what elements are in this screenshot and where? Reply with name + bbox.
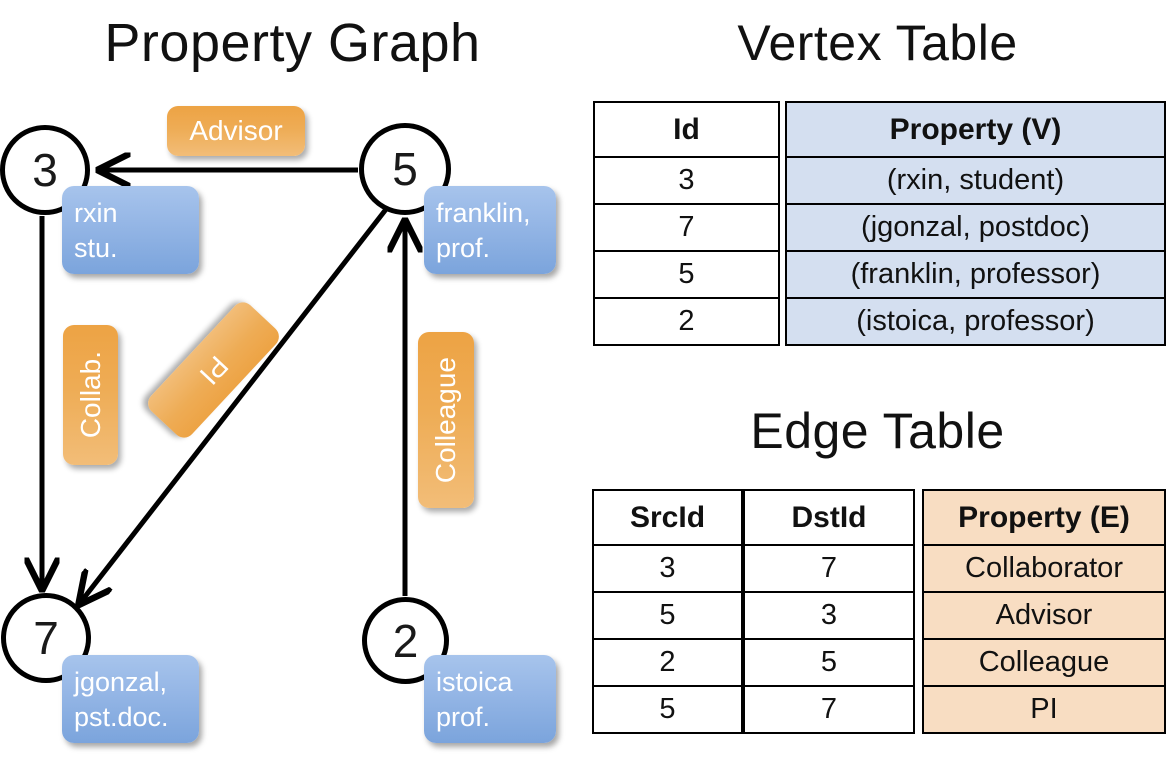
vertex-table-cell-id: 5 <box>593 250 780 299</box>
edge-table-header-property: Property (E) <box>922 489 1166 546</box>
table-header-row: Property (V) <box>785 101 1166 158</box>
vertex-node-2[interactable]: 2 <box>362 597 449 684</box>
page-title-edge-table: Edge Table <box>750 403 1005 459</box>
edge-table-cell-property: Advisor <box>922 591 1166 640</box>
table-row[interactable]: 7 <box>743 544 915 593</box>
vertex-property-box-5-line1: franklin, <box>436 198 531 228</box>
graph-edge-lines <box>0 0 585 760</box>
edge-table-srcid-column: SrcId 3 5 2 5 <box>592 489 743 734</box>
table-row[interactable]: 5 <box>743 638 915 687</box>
edge-table-property-column: Property (E) Collaborator Advisor Collea… <box>922 489 1166 734</box>
page-title-property-graph: Property Graph <box>104 13 481 73</box>
page-title-vertex-table: Vertex Table <box>737 15 1018 71</box>
vertex-node-5[interactable]: 5 <box>359 123 451 215</box>
vertex-property-box-5-line2: prof. <box>436 232 491 263</box>
edge-label-colleague-text: Colleague <box>430 356 461 484</box>
vertex-property-box-7-line1: jgonzal, <box>74 667 168 697</box>
edge-label-collab[interactable]: Collab. <box>63 325 118 465</box>
table-row[interactable]: Colleague <box>922 638 1166 687</box>
table-row[interactable]: 7 <box>743 685 915 734</box>
table-row[interactable]: 5 <box>592 685 743 734</box>
table-row[interactable]: 3 <box>743 591 915 640</box>
edge-label-advisor-text: Advisor <box>189 115 283 146</box>
edge-table-cell-dstid: 7 <box>743 685 915 734</box>
vertex-table-header-id: Id <box>593 101 780 158</box>
edge-table-cell-srcid: 5 <box>592 685 743 734</box>
edge-table-cell-dstid: 3 <box>743 591 915 640</box>
vertex-node-3-label: 3 <box>32 144 58 196</box>
table-row[interactable]: (istoica, professor) <box>785 297 1166 346</box>
vertex-property-box-3[interactable]: rxin stu. <box>62 186 199 274</box>
table-row[interactable]: (jgonzal, postdoc) <box>785 203 1166 252</box>
table-header-row: Property (E) <box>922 489 1166 546</box>
edge-table-cell-dstid: 5 <box>743 638 915 687</box>
vertex-table-cell-id: 3 <box>593 156 780 205</box>
table-row[interactable]: 7 <box>593 203 780 252</box>
vertex-table-header-property: Property (V) <box>785 101 1166 158</box>
vertex-table-id-column: Id 3 7 5 2 <box>593 101 780 346</box>
table-header-row: Id <box>593 101 780 158</box>
vertex-property-box-3-line1: rxin <box>74 198 118 228</box>
edge-table-cell-dstid: 7 <box>743 544 915 593</box>
edge-table-cell-property: Collaborator <box>922 544 1166 593</box>
vertex-table-cell-property: (rxin, student) <box>785 156 1166 205</box>
vertex-property-box-3-line2: stu. <box>74 232 118 263</box>
vertex-table-property-column: Property (V) (rxin, student) (jgonzal, p… <box>785 101 1166 346</box>
table-row[interactable]: 2 <box>593 297 780 346</box>
edge-table-cell-srcid: 2 <box>592 638 743 687</box>
vertex-property-box-2[interactable]: istoica prof. <box>424 655 556 743</box>
vertex-property-box-7-line2: pst.doc. <box>74 701 169 732</box>
edge-table-cell-property: PI <box>922 685 1166 734</box>
vertex-table-cell-property: (istoica, professor) <box>785 297 1166 346</box>
vertex-property-box-7[interactable]: jgonzal, pst.doc. <box>62 655 199 743</box>
edge-line-5-to-7 <box>80 206 389 603</box>
table-row[interactable]: (franklin, professor) <box>785 250 1166 299</box>
vertex-table-cell-id: 7 <box>593 203 780 252</box>
edge-table-dstid-column: DstId 7 3 5 7 <box>743 489 915 734</box>
vertex-table-cell-property: (jgonzal, postdoc) <box>785 203 1166 252</box>
vertex-node-5-label: 5 <box>392 143 418 195</box>
vertex-property-box-5[interactable]: franklin, prof. <box>424 186 556 274</box>
table-row[interactable]: Collaborator <box>922 544 1166 593</box>
table-row[interactable]: 5 <box>593 250 780 299</box>
edge-label-colleague[interactable]: Colleague <box>418 332 474 508</box>
edge-label-collab-text: Collab. <box>74 351 106 439</box>
vertex-table-cell-property: (franklin, professor) <box>785 250 1166 299</box>
edge-table-header-dstid: DstId <box>743 489 915 546</box>
table-row[interactable]: 2 <box>592 638 743 687</box>
vertex-property-box-2-line1: istoica <box>436 667 513 697</box>
property-graph-diagram: 3 5 7 2 rxin stu. franklin, prof. jgonza… <box>0 0 585 760</box>
edge-table-cell-srcid: 5 <box>592 591 743 640</box>
table-header-row: SrcId <box>592 489 743 546</box>
vertex-node-2-label: 2 <box>392 614 419 667</box>
table-row[interactable]: Advisor <box>922 591 1166 640</box>
table-row[interactable]: 3 <box>593 156 780 205</box>
edge-table-header-srcid: SrcId <box>592 489 743 546</box>
edge-label-advisor[interactable]: Advisor <box>167 106 305 156</box>
table-row[interactable]: 5 <box>592 591 743 640</box>
vertex-node-7-label: 7 <box>33 612 59 664</box>
table-row[interactable]: PI <box>922 685 1166 734</box>
table-header-row: DstId <box>743 489 915 546</box>
vertex-table-cell-id: 2 <box>593 297 780 346</box>
vertex-property-box-2-line2: prof. <box>436 701 491 732</box>
edge-table-cell-srcid: 3 <box>592 544 743 593</box>
table-row[interactable]: (rxin, student) <box>785 156 1166 205</box>
table-row[interactable]: 3 <box>592 544 743 593</box>
edge-table-cell-property: Colleague <box>922 638 1166 687</box>
edge-label-pi-text: PI <box>193 350 235 391</box>
